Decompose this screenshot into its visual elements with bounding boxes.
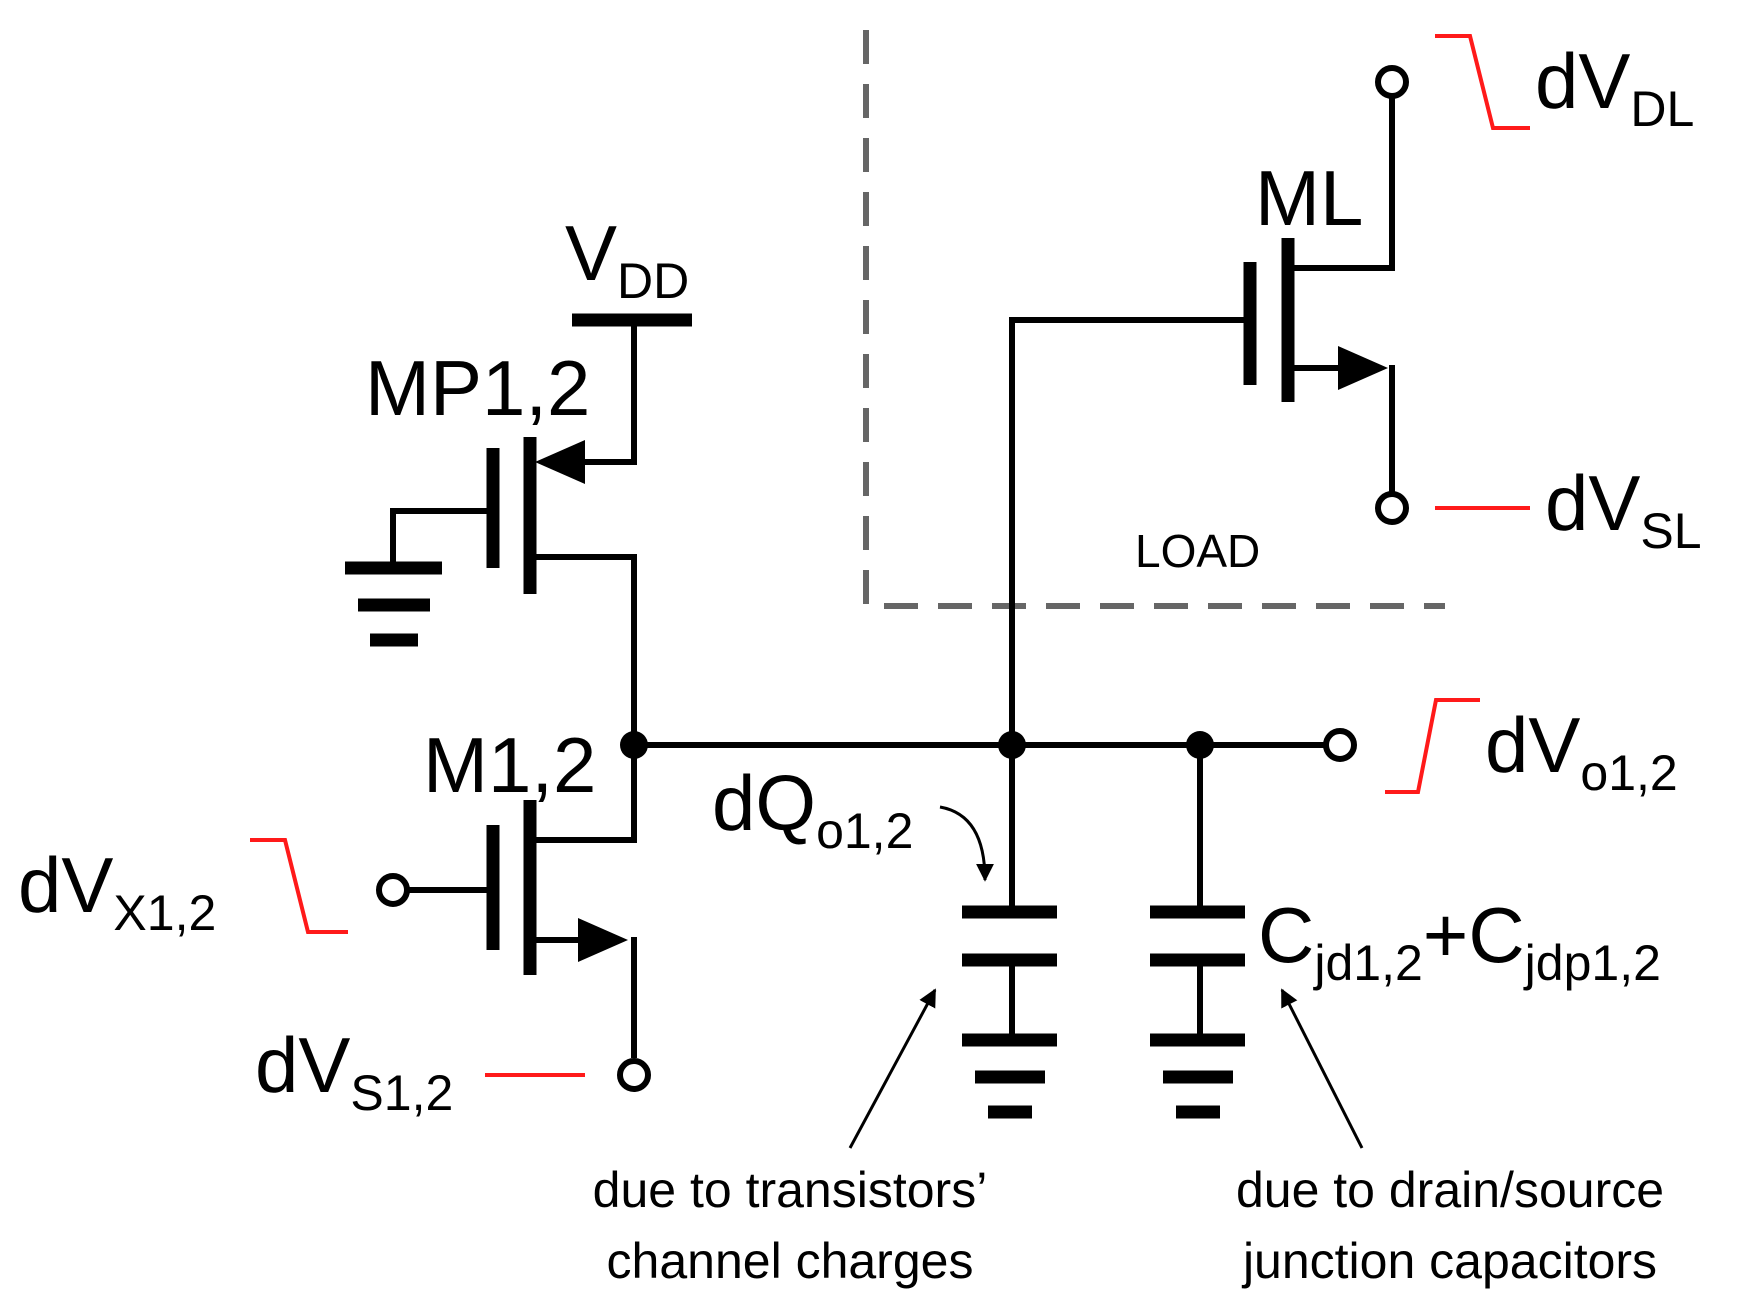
ground-symbol <box>345 561 442 647</box>
terminal-dvdl <box>1375 65 1409 99</box>
terminal-dvs <box>617 1058 651 1092</box>
junction-capacitor <box>1150 742 1245 1119</box>
waveform-dvdl <box>1435 34 1530 130</box>
terminals <box>376 65 1409 1092</box>
note-left-line-2: channel charges <box>607 1233 974 1289</box>
output-node <box>620 731 1328 759</box>
dvx-label: dVX1,2 <box>18 841 216 941</box>
m-label: M1,2 <box>423 721 596 809</box>
annotation-arrows <box>848 805 1364 1149</box>
ml-transistor <box>1009 97 1395 748</box>
note-right-line-1: due to drain/source <box>1236 1162 1664 1218</box>
dvdl-label: dVDL <box>1535 37 1694 137</box>
cap-label: Cjd1,2+Cjdp1,2 <box>1258 891 1661 991</box>
vdd-label: VDD <box>565 209 689 309</box>
waveform-dvx <box>250 838 348 934</box>
dqo-label: dQo1,2 <box>712 759 913 859</box>
channel-charge-capacitor <box>962 742 1057 1119</box>
load-label: LOAD <box>1135 525 1260 577</box>
terminal-dvsl <box>1375 491 1409 525</box>
mp-transistor <box>390 437 637 748</box>
dvs-label: dVS1,2 <box>255 1021 453 1121</box>
waveform-dvo <box>1385 698 1480 794</box>
waveform-markers <box>250 34 1530 1077</box>
mp-label: MP1,2 <box>365 344 590 432</box>
dq-arrow <box>939 805 994 882</box>
vdd-rail <box>572 313 692 465</box>
note-right-line-2: junction capacitors <box>1241 1233 1657 1289</box>
note-right-arrow <box>1280 988 1364 1149</box>
terminal-dvo <box>1323 728 1357 762</box>
dvo-label: dVo1,2 <box>1485 701 1678 801</box>
note-left-line-1: due to transistors’ <box>593 1162 988 1218</box>
load-boundary <box>863 30 1445 609</box>
ml-label: ML <box>1255 154 1363 242</box>
note-left-arrow <box>848 988 937 1149</box>
dvsl-label: dVSL <box>1545 459 1702 559</box>
terminal-dvx <box>376 873 410 907</box>
